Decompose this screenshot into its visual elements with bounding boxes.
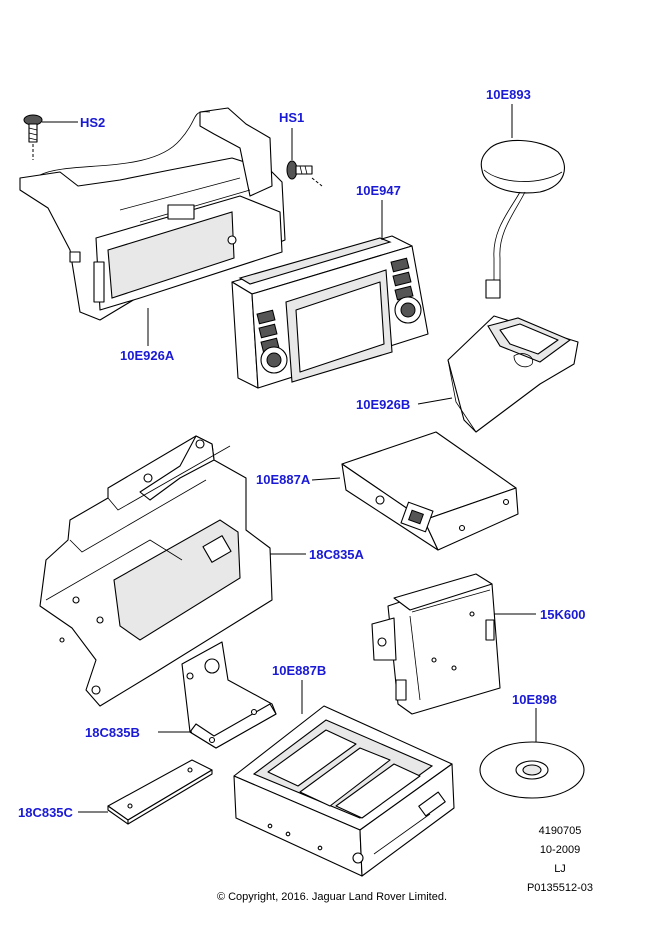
callout-18c835c: 18C835C xyxy=(18,805,74,820)
copyright-notice: © Copyright, 2016. Jaguar Land Rover Lim… xyxy=(217,891,447,903)
reference-date: 10-2009 xyxy=(540,844,580,856)
callout-10e887a: 10E887A xyxy=(256,472,311,487)
callout-10e947: 10E947 xyxy=(356,183,401,198)
disc-10e898 xyxy=(479,708,585,799)
plate-18c835c xyxy=(78,759,213,825)
mounting-frame-10e926a xyxy=(19,107,286,346)
antenna-10e893 xyxy=(480,104,565,299)
callout-hs1: HS1 xyxy=(279,110,304,125)
module-15k600 xyxy=(371,573,536,715)
bracket-18c835b xyxy=(158,641,277,749)
callout-15k600: 15K600 xyxy=(540,607,586,622)
callout-18c835a: 18C835A xyxy=(309,547,365,562)
module-10e887a xyxy=(311,431,519,551)
callout-10e926b: 10E926B xyxy=(356,397,410,412)
callout-10e926a: 10E926A xyxy=(120,348,175,363)
reference-part-code: P0135512-03 xyxy=(527,882,593,894)
callout-10e898: 10E898 xyxy=(512,692,557,707)
screw-hs2 xyxy=(23,114,78,160)
reference-number: 4190705 xyxy=(539,825,582,837)
cover-10e926b xyxy=(417,315,579,433)
callout-10e893: 10E893 xyxy=(486,87,531,102)
callout-hs2: HS2 xyxy=(80,115,105,130)
drive-10e887b xyxy=(233,680,455,877)
reference-initials: LJ xyxy=(554,863,566,875)
head-unit-10e947 xyxy=(231,200,429,389)
screw-hs1 xyxy=(286,128,323,187)
callout-10e887b: 10E887B xyxy=(272,663,326,678)
callout-18c835b: 18C835B xyxy=(85,725,140,740)
bracket-18c835a xyxy=(39,435,306,707)
